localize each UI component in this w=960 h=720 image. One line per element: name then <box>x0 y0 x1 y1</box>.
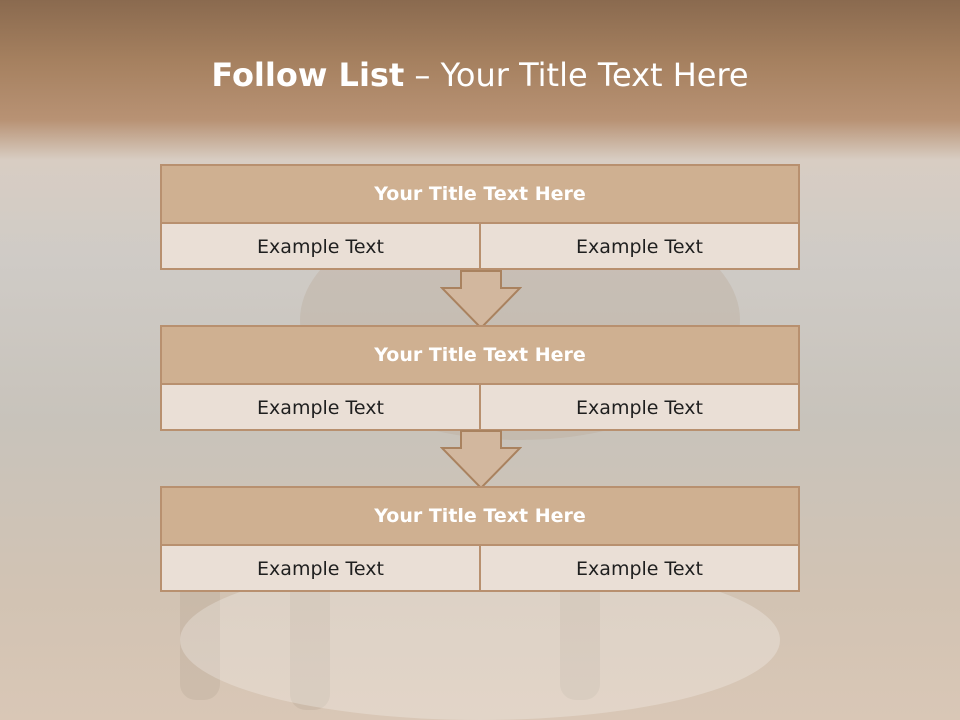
list-block-3[interactable]: Your Title Text Here Example Text Exampl… <box>160 486 800 592</box>
block-title[interactable]: Your Title Text Here <box>162 488 798 546</box>
block-row: Example Text Example Text <box>162 224 798 270</box>
slide-title: Follow List – Your Title Text Here <box>0 56 960 94</box>
down-arrow-icon <box>440 270 522 330</box>
block-cell-right[interactable]: Example Text <box>479 546 798 592</box>
block-row: Example Text Example Text <box>162 546 798 592</box>
block-cell-right[interactable]: Example Text <box>479 385 798 431</box>
slide-title-rest: – Your Title Text Here <box>404 56 749 94</box>
block-cell-left[interactable]: Example Text <box>257 397 384 419</box>
list-block-2[interactable]: Your Title Text Here Example Text Exampl… <box>160 325 800 431</box>
down-arrow-icon <box>440 430 522 490</box>
block-cell-left[interactable]: Example Text <box>257 558 384 580</box>
block-cell-left[interactable]: Example Text <box>257 236 384 258</box>
block-title[interactable]: Your Title Text Here <box>162 327 798 385</box>
list-block-1[interactable]: Your Title Text Here Example Text Exampl… <box>160 164 800 270</box>
block-row: Example Text Example Text <box>162 385 798 431</box>
block-title[interactable]: Your Title Text Here <box>162 166 798 224</box>
slide-title-bold: Follow List <box>211 56 405 94</box>
block-cell-right[interactable]: Example Text <box>479 224 798 270</box>
